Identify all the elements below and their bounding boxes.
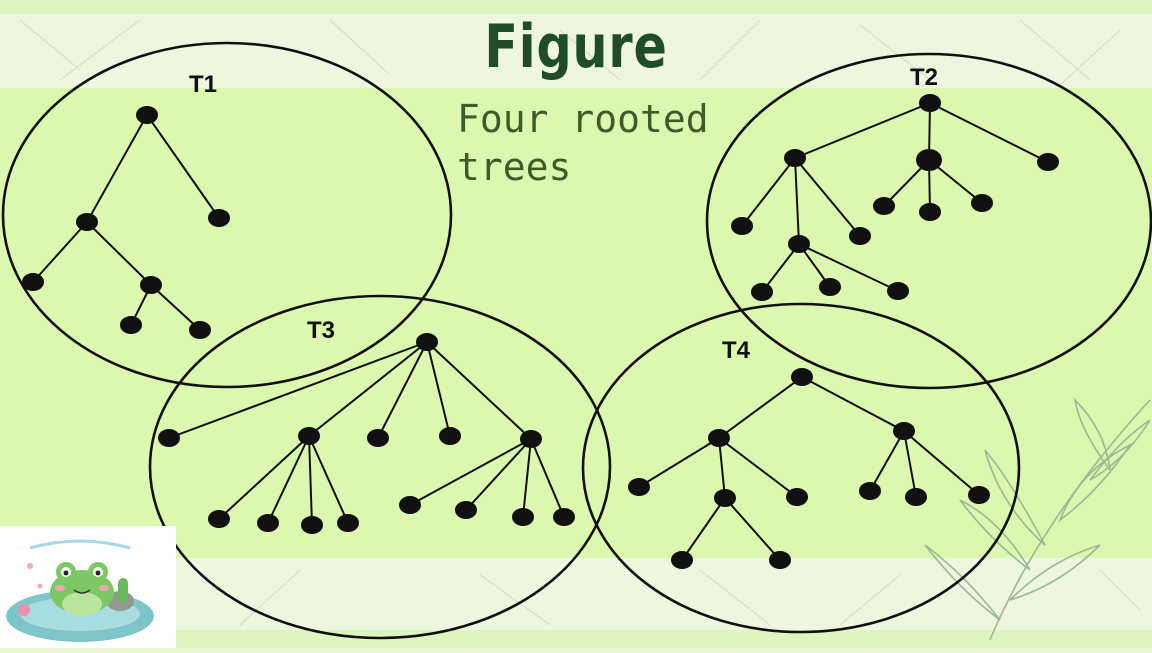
tree-t3: [158, 333, 575, 534]
tree-node: [439, 427, 461, 445]
tree-t2-circle: [705, 52, 1152, 390]
tree-node: [520, 430, 542, 448]
tree-t4: [628, 368, 990, 569]
tree-t1-label: T1: [189, 71, 217, 98]
tree-node: [416, 333, 438, 351]
tree-node: [208, 209, 230, 227]
tree-node: [731, 217, 753, 235]
tree-node: [208, 510, 230, 528]
frog-sticker-icon: [0, 526, 176, 648]
tree-node: [919, 203, 941, 221]
tree-node: [140, 276, 162, 294]
tree-node: [788, 235, 810, 253]
tree-t4-circle: [581, 302, 1021, 634]
tree-node: [751, 283, 773, 301]
tree-node: [859, 482, 881, 500]
tree-node: [455, 501, 477, 519]
tree-t3-circle: [148, 294, 612, 640]
tree-node: [298, 427, 320, 445]
tree-node: [399, 496, 421, 514]
tree-t1: [22, 106, 230, 339]
tree-t2-label: T2: [910, 64, 938, 91]
tree-t3-label: T3: [307, 317, 335, 344]
tree-node: [301, 516, 323, 534]
tree-node: [671, 551, 693, 569]
tree-node: [22, 273, 44, 291]
tree-node: [769, 551, 791, 569]
tree-node: [512, 508, 534, 526]
tree-node: [189, 321, 211, 339]
tree-node: [968, 486, 990, 504]
tree-node: [714, 489, 736, 507]
tree-node: [136, 106, 158, 124]
top-strip: [0, 0, 1152, 14]
tree-node: [553, 508, 575, 526]
tree-node: [919, 94, 941, 112]
tree-node: [916, 149, 942, 171]
tree-node: [120, 316, 142, 334]
tree-node: [337, 514, 359, 532]
tree-node: [628, 478, 650, 496]
tree-node: [786, 488, 808, 506]
tree-t2: [731, 94, 1059, 301]
tree-t4-label: T4: [722, 337, 751, 364]
bottom-strip: [0, 630, 1152, 648]
tree-node: [887, 282, 909, 300]
tree-node: [1037, 153, 1059, 171]
tree-node: [873, 197, 895, 215]
tree-node: [791, 368, 813, 386]
tree-node: [849, 227, 871, 245]
tree-node: [257, 514, 279, 532]
tree-node: [784, 149, 806, 167]
slide-title: Figure: [484, 12, 668, 82]
tree-node: [76, 213, 98, 231]
tree-node: [708, 429, 730, 447]
tree-node: [819, 278, 841, 296]
tree-t1-circle: [1, 41, 453, 389]
tree-node: [905, 488, 927, 506]
tree-node: [893, 422, 915, 440]
tree-node: [158, 429, 180, 447]
leaf-branch-icon: [924, 397, 1151, 641]
tree-node: [367, 429, 389, 447]
tree-node: [971, 194, 993, 212]
slide-subtitle: Four rooted trees: [457, 97, 709, 189]
